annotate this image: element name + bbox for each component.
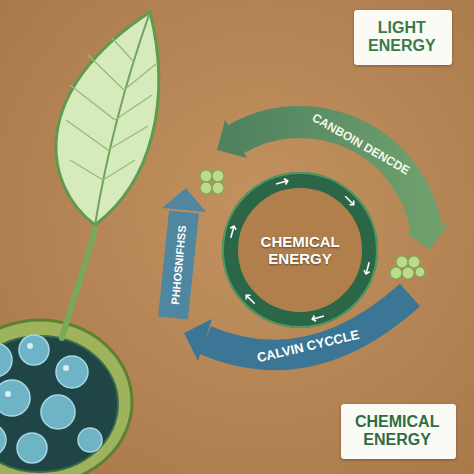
energy-circle: CHEMICAL ENERGY [222, 172, 378, 328]
plant-cell [0, 320, 132, 474]
node-text: LIGHT ENERGY [368, 19, 436, 56]
arrow-label: PHHOSNIFHSS [169, 225, 187, 305]
ring-arrow [312, 313, 325, 322]
ring-arrow [244, 293, 257, 306]
energy-box: CHEMICAL ENERGY [341, 404, 456, 459]
node-text: CHEMICAL ENERGY [355, 413, 439, 450]
arrow-label: CANBOIN DENCDE [310, 111, 411, 176]
ring-arrow [275, 178, 288, 187]
cycle-arrow [162, 188, 206, 318]
node-text: CHEMICAL ENERGY [261, 233, 340, 268]
molecule-cluster [200, 170, 224, 194]
leaf [56, 12, 159, 338]
ring-arrow [363, 262, 372, 275]
ring-arrow [228, 225, 237, 238]
molecule-cluster [390, 256, 425, 279]
energy-box: LIGHT ENERGY [354, 10, 452, 65]
arrow-label: CALVIN CYCCLE [256, 328, 361, 365]
ring-arrow [343, 194, 356, 207]
